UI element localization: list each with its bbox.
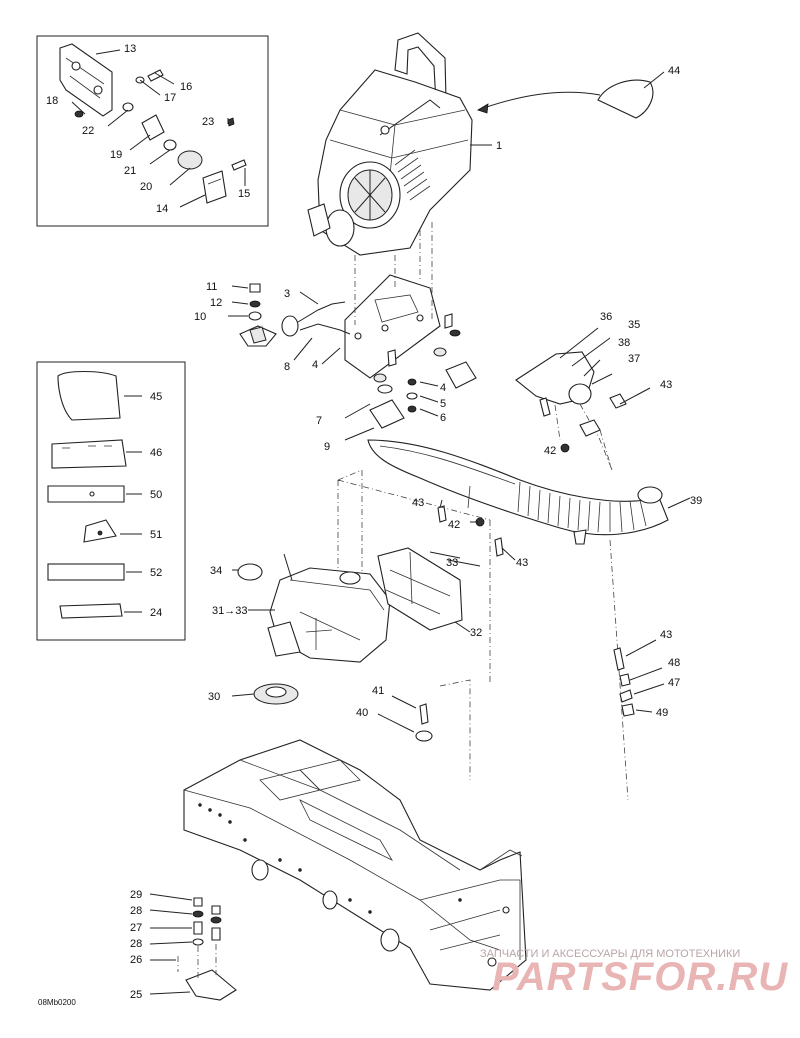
muffler-pipe [367, 439, 691, 545]
label-48: 48 [668, 657, 680, 669]
label-9: 9 [324, 441, 330, 453]
label-32: 32 [470, 627, 482, 639]
label-17: 17 [164, 92, 176, 104]
fastener-40-41 [377, 695, 433, 742]
label-46: 46 [150, 447, 162, 459]
label-21: 21 [124, 165, 136, 177]
label-42a: 42 [544, 445, 556, 457]
label-18: 18 [46, 95, 58, 107]
label-28b: 28 [130, 938, 142, 950]
label-51: 51 [150, 529, 162, 541]
label-34: 34 [210, 565, 222, 577]
label-16: 16 [180, 81, 192, 93]
label-43c: 43 [516, 557, 528, 569]
label-37: 37 [628, 353, 640, 365]
label-35: 35 [628, 319, 640, 331]
label-28a: 28 [130, 905, 142, 917]
label-1: 1 [496, 140, 502, 152]
assembly-guide-lines [337, 469, 491, 685]
label-47: 47 [668, 677, 680, 689]
label-23: 23 [202, 116, 214, 128]
label-43b: 43 [412, 497, 424, 509]
label-41: 41 [372, 685, 384, 697]
chassis-frame [183, 739, 527, 991]
label-36: 36 [600, 311, 612, 323]
label-38: 38 [618, 337, 630, 349]
drawing-code: 08Mb0200 [38, 998, 76, 1007]
part-44-cover [597, 79, 654, 119]
label-27: 27 [130, 922, 142, 934]
label-6: 6 [440, 412, 446, 424]
label-13: 13 [124, 43, 136, 55]
label-50: 50 [150, 489, 162, 501]
exhaust-manifold [515, 327, 651, 471]
part-number-labels: 13 16 17 18 22 23 19 21 20 15 14 1 44 11… [38, 43, 702, 1007]
inset-detail-box [36, 35, 269, 227]
label-11: 11 [206, 281, 217, 293]
label-25: 25 [130, 989, 142, 1001]
arrow-to-cover [477, 91, 601, 111]
label-3: 3 [284, 288, 290, 300]
watermark: ЗАПЧАСТИ И АКСЕССУАРЫ ДЛЯ МОТОТЕХНИКИ PA… [480, 948, 788, 999]
label-12: 12 [210, 297, 222, 309]
front-mount-bolts [228, 283, 351, 365]
label-4b: 4 [440, 382, 446, 394]
label-31-33: 31→33 [212, 605, 247, 617]
label-43d: 43 [660, 629, 672, 641]
label-49: 49 [656, 707, 668, 719]
label-30: 30 [208, 691, 220, 703]
label-20: 20 [140, 181, 152, 193]
label-10: 10 [194, 311, 206, 323]
rear-mount-parts [344, 313, 477, 441]
label-39: 39 [690, 495, 702, 507]
spring-clip-right [613, 639, 665, 717]
label-26: 26 [130, 954, 142, 966]
watermark-tagline: ЗАПЧАСТИ И АКСЕССУАРЫ ДЛЯ МОТОТЕХНИКИ [480, 948, 740, 960]
muffler-springs [437, 499, 516, 561]
tank-gasket [232, 553, 293, 581]
label-33: 33 [446, 557, 458, 569]
label-45: 45 [150, 391, 162, 403]
label-14: 14 [156, 203, 168, 215]
label-44: 44 [668, 65, 680, 77]
engine-assembly [307, 32, 492, 256]
label-42b: 42 [448, 519, 460, 531]
label-8: 8 [284, 361, 290, 373]
label-7: 7 [316, 415, 322, 427]
watermark-logo: PARTSFOR.RU [492, 955, 788, 999]
label-5: 5 [440, 398, 446, 410]
decal-kit-box [36, 361, 186, 641]
bottom-fastener-stack [149, 893, 237, 1001]
heat-shield [377, 547, 481, 633]
label-43a: 43 [660, 379, 672, 391]
engine-mount-plate [344, 222, 441, 379]
label-15: 15 [238, 188, 250, 200]
label-29: 29 [130, 889, 142, 901]
label-22: 22 [82, 125, 94, 137]
label-24: 24 [150, 607, 162, 619]
label-40: 40 [356, 707, 368, 719]
grommet [231, 683, 299, 705]
label-52: 52 [150, 567, 162, 579]
label-4a: 4 [312, 359, 318, 371]
label-19: 19 [110, 149, 122, 161]
oil-tank [248, 567, 391, 663]
